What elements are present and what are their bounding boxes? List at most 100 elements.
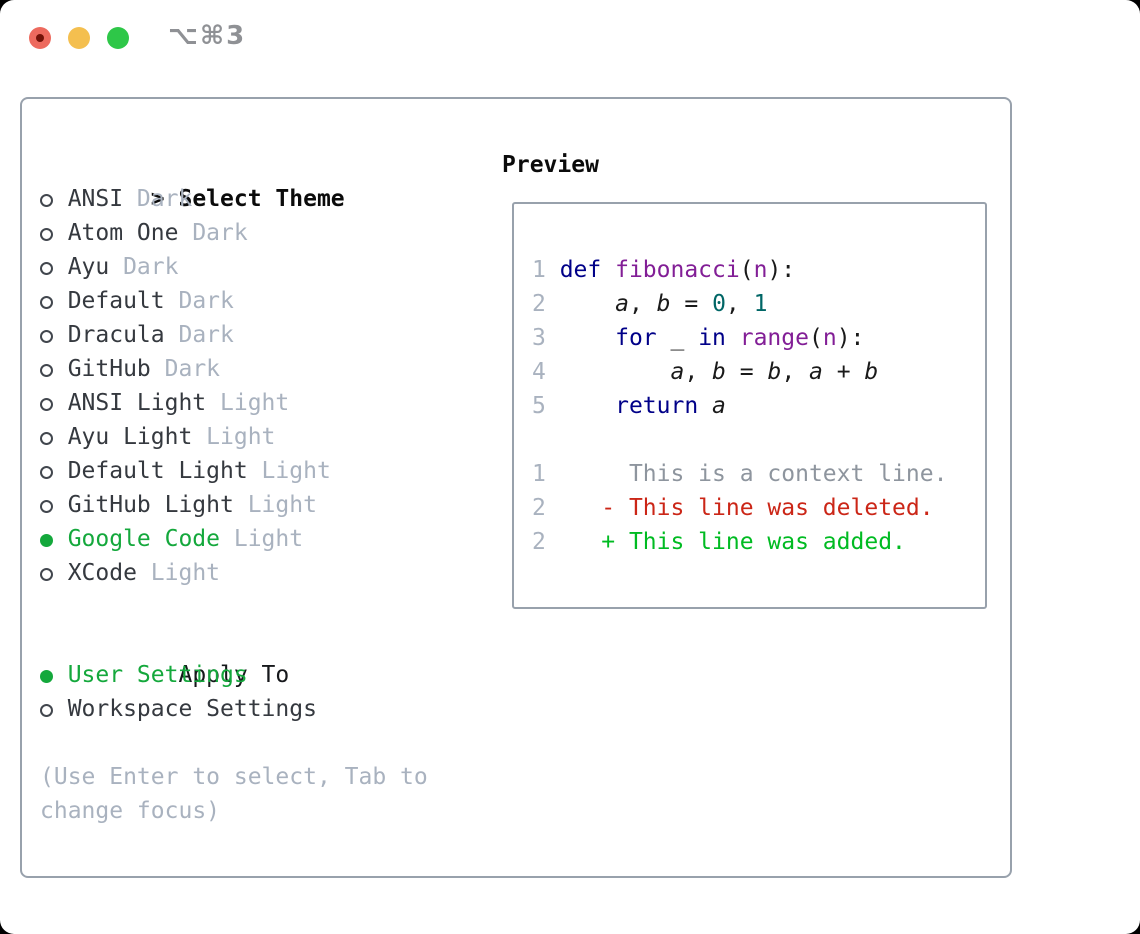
theme-option-github-dark[interactable]: GitHub Dark: [40, 352, 428, 386]
theme-option-ansi-dark[interactable]: ANSI Dark: [40, 182, 428, 216]
preview-line: 4 a, b = b, a + b: [532, 355, 985, 389]
zoom-button[interactable]: [107, 27, 129, 49]
theme-option-github-light-light[interactable]: GitHub Light Light: [40, 488, 428, 522]
code-token: + This line was added.: [601, 529, 906, 555]
apply-to-title: Apply To: [178, 662, 290, 688]
apply-target-name: User Settings: [67, 662, 248, 688]
theme-name: Ayu Light: [67, 424, 193, 450]
spacer: [40, 590, 428, 624]
radio-circle: [40, 670, 53, 683]
close-button[interactable]: [29, 27, 51, 49]
theme-variant: Dark: [150, 356, 221, 382]
hint-line-1: (Use Enter to select, Tab to: [40, 764, 428, 790]
preview-line: 2 a, b = 0, 1: [532, 287, 985, 321]
radio-circle: [40, 500, 53, 513]
theme-name: GitHub Light: [67, 492, 234, 518]
theme-variant: Dark: [123, 186, 193, 212]
code-token: fibonacci: [615, 257, 740, 283]
code-token: n: [822, 325, 837, 351]
preview-line: 3 for _ in range(n):: [532, 321, 985, 355]
theme-option-google-code-light[interactable]: Google Code Light: [40, 522, 428, 556]
radio-icon: [40, 318, 68, 352]
code-token: [560, 359, 671, 385]
theme-name: Default Light: [67, 458, 248, 484]
code-token: _: [670, 325, 699, 351]
code-token: b: [864, 359, 879, 385]
code-token: - This line was deleted.: [601, 495, 934, 521]
code-token: b: [656, 291, 671, 317]
code-token: 1: [753, 291, 768, 317]
radio-icon: [40, 386, 68, 420]
code-token: a: [712, 393, 726, 419]
code-token: =: [670, 291, 713, 317]
theme-option-xcode-light[interactable]: XCode Light: [40, 556, 428, 590]
radio-circle: [40, 330, 53, 343]
code-token: b: [712, 359, 726, 385]
code-token: ,: [725, 291, 754, 317]
code-token: a: [809, 359, 823, 385]
theme-variant: Dark: [164, 322, 234, 348]
theme-option-ayu-dark[interactable]: Ayu Dark: [40, 250, 428, 284]
apply-option-user-settings[interactable]: User Settings: [40, 658, 428, 692]
theme-variant: Light: [247, 458, 331, 484]
apply-option-workspace-settings[interactable]: Workspace Settings: [40, 692, 428, 726]
theme-variant: Light: [233, 492, 317, 518]
theme-variant: Dark: [109, 254, 179, 280]
theme-variant: Dark: [178, 220, 248, 246]
radio-selected-icon: [40, 658, 68, 692]
code-token: b: [767, 359, 782, 385]
close-dot-icon: [36, 34, 44, 42]
theme-option-atom-one-dark[interactable]: Atom One Dark: [40, 216, 428, 250]
radio-circle: [40, 568, 53, 581]
theme-name: Dracula: [67, 322, 165, 348]
radio-icon: [40, 216, 68, 250]
code-token: [560, 393, 615, 419]
spacer: [40, 726, 428, 760]
radio-selected-icon: [40, 522, 68, 556]
theme-name: Ayu: [67, 254, 110, 280]
radio-circle: [40, 364, 53, 377]
code-token: (: [739, 257, 754, 283]
preview-line: 1 def fibonacci(n):: [532, 253, 985, 287]
code-token: in: [698, 325, 740, 351]
code-token: def: [559, 257, 616, 283]
code-token: 2: [532, 495, 560, 521]
minimize-button[interactable]: [68, 27, 90, 49]
theme-option-ansi-light-light[interactable]: ANSI Light Light: [40, 386, 428, 420]
theme-option-ayu-light-light[interactable]: Ayu Light Light: [40, 420, 428, 454]
preview-line: [532, 423, 985, 457]
radio-circle: [40, 228, 53, 241]
code-token: [560, 291, 615, 317]
code-token: a: [670, 359, 685, 385]
theme-name: ANSI: [67, 186, 124, 212]
theme-option-default-light-light[interactable]: Default Light Light: [40, 454, 428, 488]
radio-icon: [40, 352, 68, 386]
code-token: ):: [767, 257, 796, 283]
theme-variant: Light: [192, 424, 276, 450]
radio-circle: [40, 534, 53, 547]
window-title: ⌥⌘3: [168, 21, 247, 51]
radio-circle: [40, 194, 53, 207]
theme-option-dracula-dark[interactable]: Dracula Dark: [40, 318, 428, 352]
code-token: range: [739, 325, 809, 351]
theme-variant: Light: [220, 526, 304, 552]
radio-icon: [40, 250, 68, 284]
titlebar: ⌥⌘3: [0, 0, 1140, 75]
preview-line: 2 + This line was added.: [532, 525, 985, 559]
theme-option-default-dark[interactable]: Default Dark: [40, 284, 428, 318]
theme-variant: Light: [136, 560, 221, 586]
code-token: =: [725, 359, 768, 385]
select-theme-header-row: >Select Theme: [40, 148, 428, 212]
code-token: 3: [532, 325, 560, 351]
radio-icon: [40, 284, 68, 318]
preview-title: Preview: [502, 152, 599, 178]
prompt-icon: >: [150, 186, 165, 212]
radio-icon: [40, 182, 68, 216]
code-token: (: [808, 325, 823, 351]
theme-name: XCode: [67, 560, 137, 586]
theme-name: GitHub: [67, 356, 151, 382]
code-token: 1: [532, 461, 560, 487]
